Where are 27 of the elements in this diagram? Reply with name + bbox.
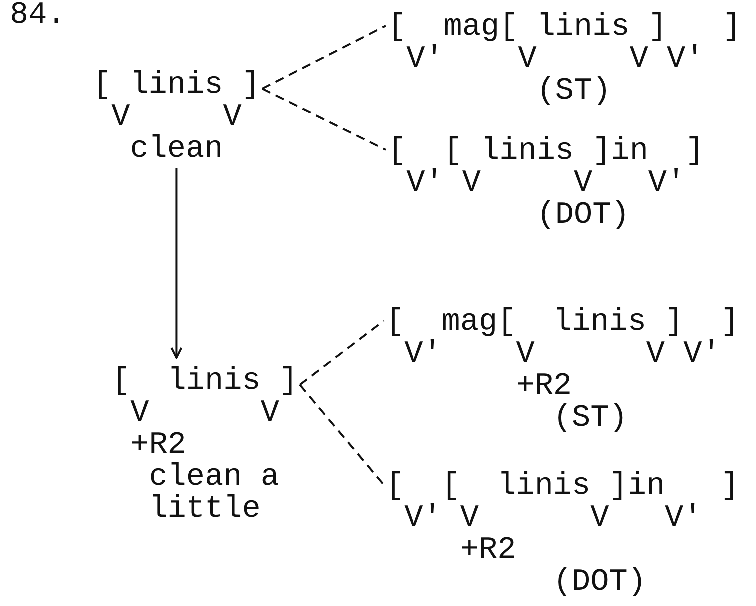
dashed-line bbox=[299, 320, 385, 386]
annotation: clean bbox=[130, 134, 224, 166]
annotation: +R2 bbox=[130, 430, 186, 462]
annotation: (DOT) bbox=[536, 200, 630, 232]
category-labels: V V bbox=[130, 398, 280, 430]
arrow bbox=[170, 168, 183, 359]
category-labels: V' V V V' bbox=[406, 44, 704, 76]
category-labels: V V bbox=[112, 102, 242, 134]
dashed-line bbox=[262, 88, 386, 151]
dashed-line bbox=[299, 384, 385, 486]
annotation: (ST) bbox=[536, 76, 612, 108]
category-labels: V' V V V' bbox=[406, 168, 686, 200]
bracketed-form: [ [ linis ]in ] bbox=[388, 136, 704, 168]
bracketed-form: [ linis ] bbox=[93, 70, 260, 102]
bracketed-form: [ linis ] bbox=[112, 366, 298, 398]
annotation: +R2 bbox=[460, 535, 516, 567]
dashed-line bbox=[262, 25, 386, 90]
bracketed-form: [ [ linis ]in ] bbox=[386, 471, 740, 503]
bracketed-form: [ mag[ linis ] ] bbox=[386, 307, 740, 339]
category-labels: V' V V V' bbox=[404, 503, 702, 535]
annotation: clean a little bbox=[149, 462, 280, 526]
example-number: 84. bbox=[10, 0, 66, 32]
annotation: (ST) bbox=[553, 403, 628, 435]
annotation: +R2 bbox=[516, 371, 572, 403]
category-labels: V' V V V' bbox=[404, 339, 721, 371]
bracketed-form: [ mag[ linis ] ] bbox=[388, 12, 742, 44]
annotation: (DOT) bbox=[553, 567, 646, 599]
